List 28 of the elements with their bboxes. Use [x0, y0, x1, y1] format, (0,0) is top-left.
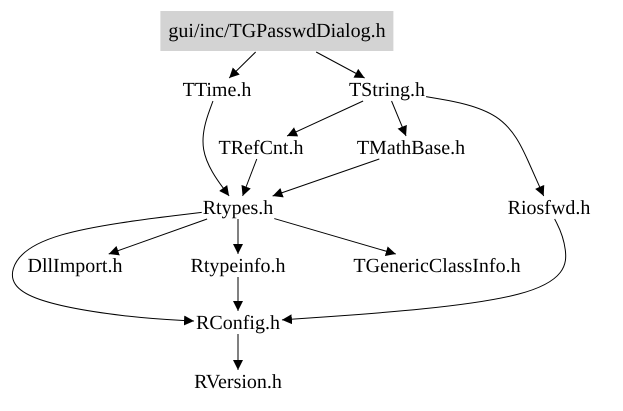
file-name: TRefCnt.h — [218, 138, 304, 158]
arrow — [316, 52, 366, 78]
arrow — [233, 334, 243, 370]
arrow — [281, 218, 566, 324]
file-name: Rtypeinfo.h — [190, 256, 286, 276]
file-box — [160, 11, 394, 51]
arrow — [426, 96, 544, 196]
arrow — [272, 158, 380, 198]
file-name: TMathBase.h — [356, 138, 466, 158]
arrow — [233, 276, 243, 312]
file-name: TTime.h — [182, 80, 252, 100]
arrow — [202, 100, 230, 196]
file-name: Rtypes.h — [202, 198, 274, 218]
arrow — [286, 100, 364, 136]
arrow — [108, 218, 208, 256]
file-name: RVersion.h — [194, 372, 282, 392]
file-name: Riosfwd.h — [508, 198, 590, 218]
file-name: gui/inc/TGPasswdDialog.h — [168, 21, 386, 41]
arrow — [228, 52, 256, 78]
arrow — [233, 218, 243, 254]
arrow — [242, 158, 258, 196]
arrow — [12, 212, 202, 326]
file-name: RConfig.h — [196, 313, 280, 333]
file-name: TString.h — [348, 80, 426, 100]
arrow — [391, 100, 407, 136]
file-name: TGenericClassInfo.h — [353, 256, 521, 276]
file-name: DllImport.h — [28, 256, 122, 276]
arrow — [274, 218, 396, 256]
